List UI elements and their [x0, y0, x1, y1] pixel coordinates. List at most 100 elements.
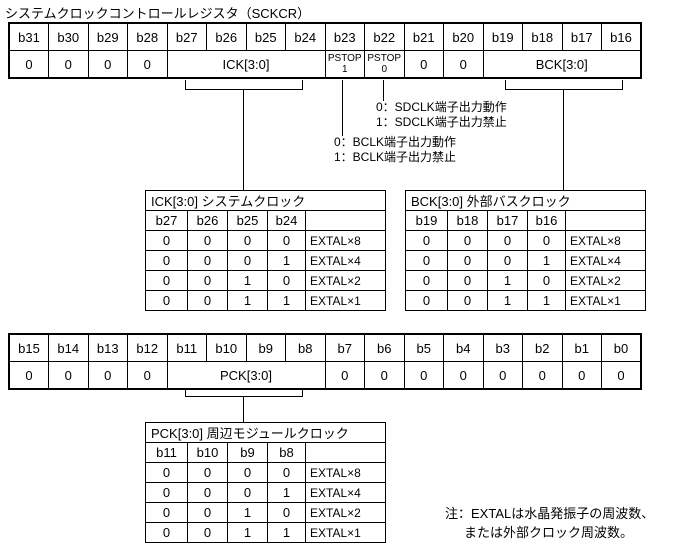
bit-label: b5: [403, 333, 444, 362]
bit-value: 0: [87, 50, 128, 79]
ick-decode-table: ICK[3:0] システムクロック b27 b26 b25 b24 0 0 0 …: [144, 190, 387, 311]
bit-label: b25: [245, 22, 286, 51]
pck-bracket-right-tick: [302, 389, 303, 397]
bit-cell: 0: [227, 230, 268, 251]
col-header: b24: [267, 210, 306, 231]
table-row: 0 0 0 1 EXTAL×4: [145, 482, 387, 503]
col-header: b26: [187, 210, 228, 231]
bit-cell: 0: [145, 290, 188, 311]
bclk-annotation-line1: 0：BCLK端子出力動作: [334, 135, 457, 149]
bit-label: b10: [206, 333, 247, 362]
bit-label: b19: [482, 22, 523, 51]
bit-cell: 0: [145, 462, 188, 483]
bit-value: 0: [561, 361, 602, 390]
bit-value-row: 0 0 0 0 ICK[3:0] PSTOP 1 PSTOP 0 0 0 BCK…: [8, 50, 642, 79]
bit-label: b21: [403, 22, 444, 51]
ick-decode-header-row: b27 b26 b25 b24: [145, 210, 387, 231]
pck-connector-line: [243, 396, 244, 422]
bit-label: b14: [48, 333, 89, 362]
bit-label: b11: [166, 333, 207, 362]
bit-cell: 0: [447, 290, 488, 311]
bck-decode-header-row: b19 b18 b17 b16: [405, 210, 647, 231]
bck-bracket-right-tick: [622, 80, 623, 90]
pstop0-label: PSTOP: [367, 53, 402, 64]
bit-cell: 0: [187, 250, 228, 271]
bck-bracket-bar: [505, 89, 623, 90]
bit-cell: 0: [145, 522, 188, 543]
bit-label: b23: [324, 22, 365, 51]
bclk-annotation: 0：BCLK端子出力動作 1：BCLK端子出力禁止: [334, 135, 456, 165]
bit-value: 0: [403, 50, 444, 79]
table-row: 0 0 0 1 EXTAL×4: [145, 250, 387, 271]
bit-label: b9: [245, 333, 286, 362]
pstop1-bit: 1: [341, 64, 348, 75]
col-header: b10: [187, 442, 228, 463]
bit-label: b27: [166, 22, 207, 51]
col-header-empty: [304, 210, 387, 231]
clock-value-cell: EXTAL×4: [304, 482, 387, 503]
bit-cell: 0: [487, 230, 528, 251]
bit-label: b30: [48, 22, 89, 51]
bit-value: 0: [8, 50, 49, 79]
bit-label: b18: [522, 22, 563, 51]
bit-label: b29: [87, 22, 128, 51]
bit-cell: 0: [187, 462, 228, 483]
ick-bracket-left-tick: [185, 80, 186, 90]
col-header: b11: [145, 442, 188, 463]
bit-label: b13: [87, 333, 128, 362]
bit-label: b8: [285, 333, 326, 362]
table-row: 0 0 0 0 EXTAL×8: [145, 462, 387, 483]
sdclk-annotation-line1: 0：SDCLK端子出力動作: [376, 100, 507, 114]
sdclk-annotation-line2: 1：SDCLK端子出力禁止: [376, 115, 507, 129]
bit-cell: 0: [267, 230, 306, 251]
table-row: 0 0 1 1 EXTAL×1: [145, 522, 387, 543]
clock-value-cell: EXTAL×2: [304, 502, 387, 523]
bit-cell: 0: [267, 502, 306, 523]
pstop1-label: PSTOP: [327, 53, 362, 64]
bit-cell: 0: [527, 270, 566, 291]
extal-note-line1: 注：EXTALは水晶発振子の周波数、: [445, 506, 655, 521]
table-row: 0 0 1 1 EXTAL×1: [145, 290, 387, 311]
bck-connector-line: [563, 89, 564, 190]
bit-label: b26: [206, 22, 247, 51]
bit-cell: 0: [187, 270, 228, 291]
pck-decode-header-row: b11 b10 b9 b8: [145, 442, 387, 463]
pstop0-bit: 0: [381, 64, 388, 75]
bit-cell: 0: [227, 482, 268, 503]
table-row: 0 0 0 1 EXTAL×4: [405, 250, 647, 271]
bit-value: 0: [48, 50, 89, 79]
bit-cell: 1: [227, 290, 268, 311]
pck-decode-title: PCK[3:0] 周辺モジュールクロック: [144, 422, 387, 443]
bck-bracket-left-tick: [505, 80, 506, 90]
col-header: b17: [487, 210, 528, 231]
col-header: b25: [227, 210, 268, 231]
bit-value-row: 0 0 0 0 PCK[3:0] 0 0 0 0 0 0 0 0: [8, 361, 642, 390]
bit-label: b0: [601, 333, 642, 362]
sdclk-annotation: 0：SDCLK端子出力動作 1：SDCLK端子出力禁止: [376, 100, 507, 130]
table-row: 0 0 0 0 EXTAL×8: [405, 230, 647, 251]
bit-label: b3: [482, 333, 523, 362]
col-header: b18: [447, 210, 488, 231]
ick-connector-line: [243, 89, 244, 190]
bit-cell: 0: [405, 230, 448, 251]
bit-label: b28: [127, 22, 168, 51]
bit-cell: 1: [527, 250, 566, 271]
bit-number-row: b31 b30 b29 b28 b27 b26 b25 b24 b23 b22 …: [8, 22, 642, 51]
bit-cell: 0: [447, 230, 488, 251]
col-header-empty: [564, 210, 647, 231]
col-header: b27: [145, 210, 188, 231]
bit-label: b24: [285, 22, 326, 51]
bit-label: b4: [443, 333, 484, 362]
bit-cell: 0: [187, 290, 228, 311]
col-header: b8: [267, 442, 306, 463]
bit-cell: 0: [405, 250, 448, 271]
bit-value: 0: [8, 361, 49, 390]
bit-value: 0: [127, 50, 168, 79]
clock-value-cell: EXTAL×1: [304, 522, 387, 543]
bit-label: b16: [601, 22, 642, 51]
col-header: b19: [405, 210, 448, 231]
ick-bracket-bar: [185, 89, 303, 90]
pstop1-connector-line: [342, 80, 343, 136]
bit-cell: 0: [405, 290, 448, 311]
table-row: 0 0 1 0 EXTAL×2: [405, 270, 647, 291]
